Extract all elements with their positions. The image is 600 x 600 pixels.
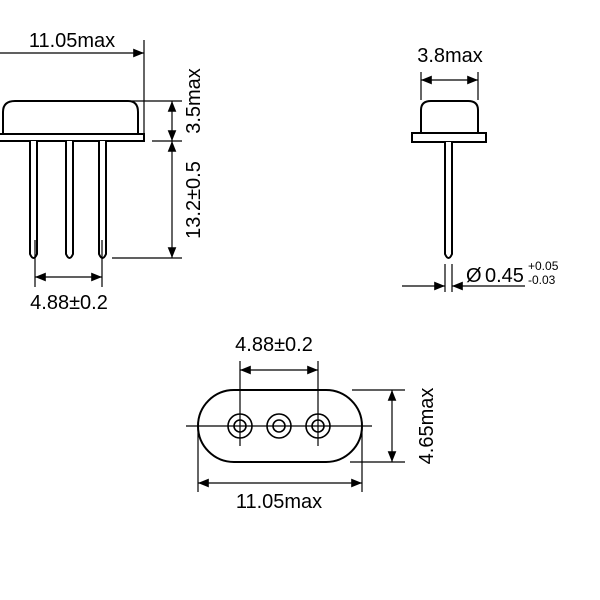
front-pitch-label: 4.88±0.2 (30, 292, 108, 314)
front-view: 11.05max 3.5max 13.2±0.5 4.88±0.2 (0, 30, 205, 314)
side-width-label: 3.8max (417, 45, 483, 67)
front-cap (1, 100, 139, 134)
side-cap (420, 100, 479, 133)
bottom-width-label: 11.05max (236, 491, 322, 513)
bottom-view: 4.88±0.2 4.65max 11.05max (186, 334, 438, 513)
lead-2 (65, 141, 74, 259)
front-flange (0, 133, 145, 142)
side-lead (444, 142, 453, 259)
tolerance-minus: -0.03 (528, 273, 556, 287)
bottom-pitch-label: 4.88±0.2 (235, 334, 313, 356)
side-flange (411, 132, 487, 143)
diameter-symbol: Ø (466, 265, 482, 287)
bottom-height-label: 4.65max (416, 388, 438, 465)
pin-hole-2 (266, 413, 292, 439)
side-view: 3.8max Ø 0.45 +0.05 -0.03 (402, 45, 559, 292)
front-width-label: 11.05max (29, 30, 115, 52)
lead-diameter-label: 0.45 (485, 265, 524, 287)
lead-length-label: 13.2±0.5 (183, 161, 205, 239)
tolerance-plus: +0.05 (528, 259, 559, 273)
lead-1 (29, 141, 38, 259)
body-height-label: 3.5max (183, 68, 205, 134)
